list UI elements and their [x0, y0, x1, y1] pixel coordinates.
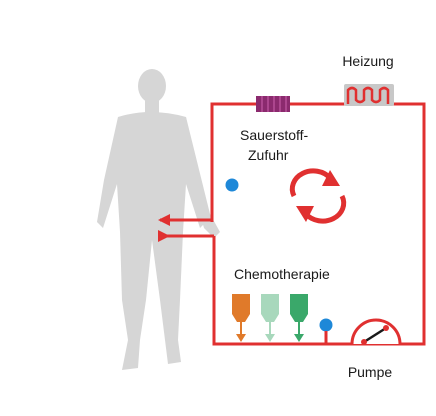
chemo-bottle-orange-icon	[232, 294, 250, 342]
circulation-arrows-icon	[289, 168, 347, 224]
oxygenator-icon	[256, 96, 290, 112]
oxygen-supply-label-line1: Sauerstoff-	[240, 127, 309, 143]
chemo-bottle-light-green-icon	[261, 294, 279, 342]
sensor-dot-icon	[225, 178, 239, 192]
chemotherapy-label: Chemotherapie	[234, 266, 330, 282]
heater-coil-icon	[344, 84, 394, 106]
heater-label: Heizung	[342, 53, 393, 69]
pump-label: Pumpe	[348, 364, 393, 380]
human-silhouette-icon	[97, 69, 220, 370]
inflow-arrow-icon	[158, 230, 170, 242]
pump-icon	[350, 318, 402, 345]
outflow-arrow-icon	[158, 214, 170, 226]
oxygen-supply-label-line2: Zufuhr	[248, 147, 289, 163]
sensor-dot-icon	[319, 318, 333, 332]
chemo-bottle-green-icon	[290, 294, 308, 342]
